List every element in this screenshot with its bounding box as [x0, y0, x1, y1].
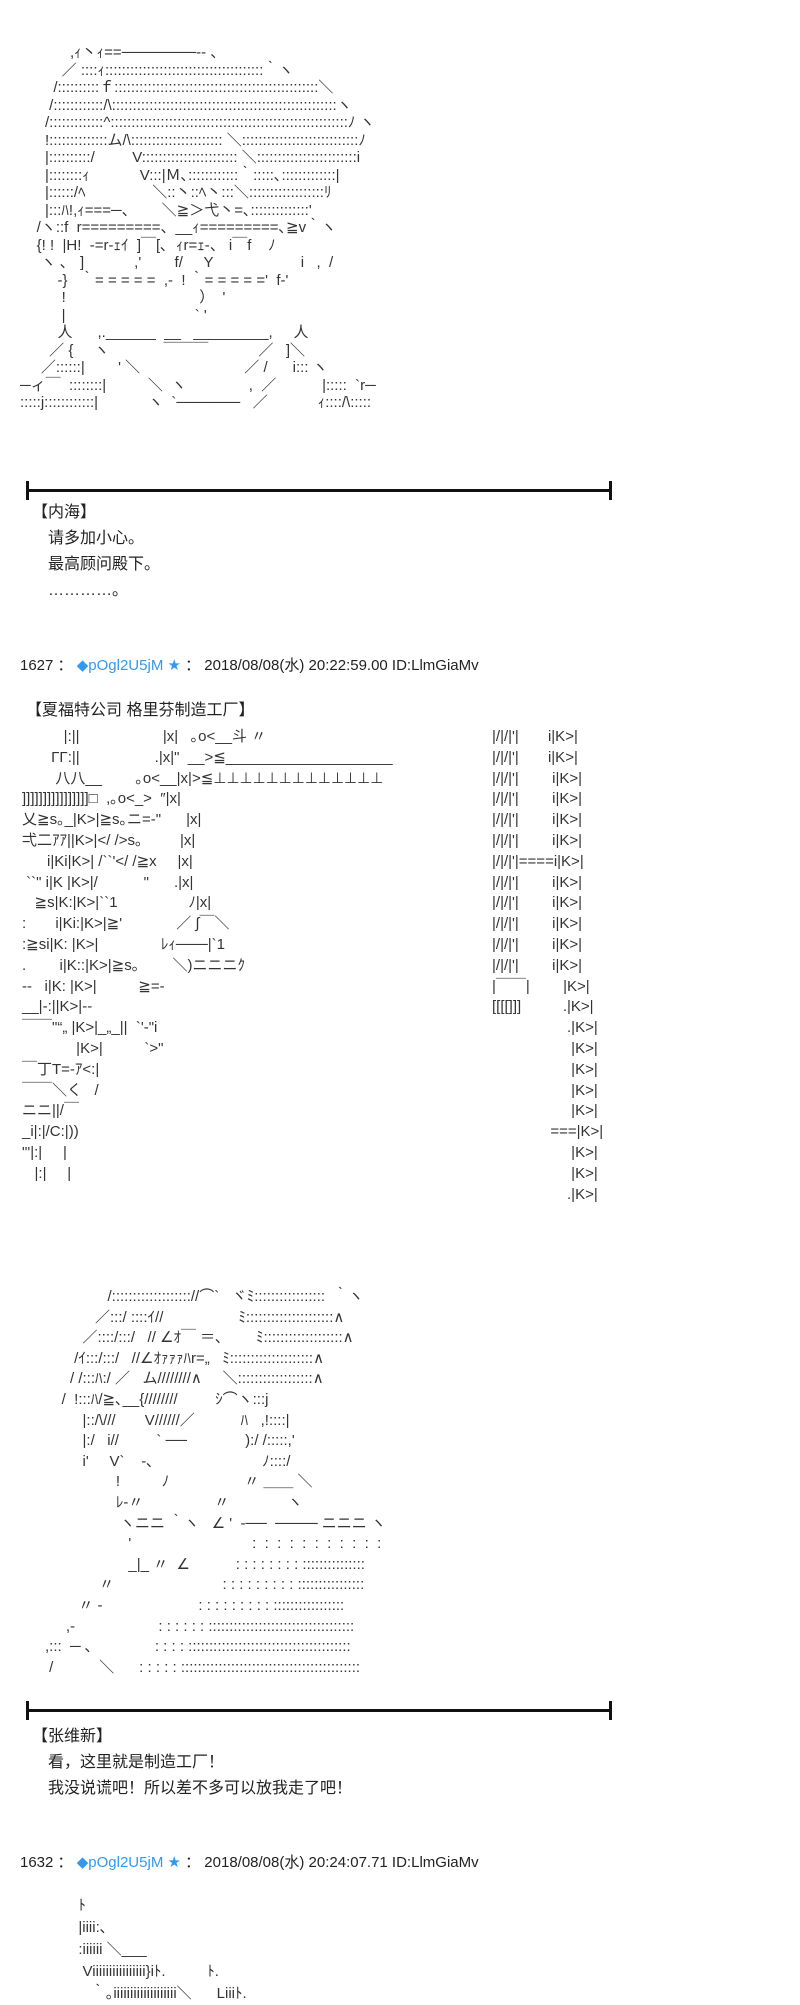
separator: ： — [185, 1854, 201, 1871]
post-datetime-id: 2018/08/08(水) 20:22:59.00 ID:LlmGiaMv — [204, 657, 479, 674]
star-icon: ★ — [167, 657, 181, 674]
post-number[interactable]: 1627 — [20, 657, 54, 674]
post-datetime-id: 2018/08/08(水) 20:24:07.71 ID:LlmGiaMv — [204, 1854, 479, 1871]
divider-rule — [26, 1701, 612, 1720]
dialogue-line: 最高顾问殿下。 — [48, 556, 161, 573]
post-header: 1632 ： ◆pOgl2U5jM ★ ： 2018/08/08(水) 20:2… — [20, 1851, 479, 1872]
ascii-art-factory: |:|| |x| ｡o<__斗 〃 ΓΓ:|| .|x|" __>≦______… — [22, 728, 393, 1182]
tripcode: pOgl2U5jM — [88, 1854, 164, 1871]
divider-rule — [26, 481, 612, 500]
post-number[interactable]: 1632 — [20, 1854, 54, 1871]
separator: ： — [57, 1854, 73, 1871]
post-header: 1627 ： ◆pOgl2U5jM ★ ： 2018/08/08(水) 20:2… — [20, 654, 479, 675]
trip-diamond-icon: ◆ — [76, 657, 89, 674]
dialogue-line: 看，这里就是制造工厂！ — [48, 1754, 225, 1771]
dialogue-zhang: 【张维新】 看，这里就是制造工厂！ 我没说谎吧！所以差不多可以放我走了吧！ — [32, 1724, 352, 1802]
separator: ： — [57, 657, 73, 674]
separator: ： — [185, 657, 201, 674]
ascii-art-next: ﾄ |iiii:､ :iiiiii ＼___ Viiiiiiiiiiiiiiii… — [78, 1897, 247, 2002]
tripcode: pOgl2U5jM — [88, 657, 164, 674]
ascii-art-zhang: /::::::::::::::::::://⌒` ヾﾐ:::::::::::::… — [45, 1288, 386, 1676]
speaker-name: 【张维新】 — [32, 1728, 113, 1745]
scene-title: 【夏福特公司 格里芬制造工厂】 — [26, 702, 255, 719]
dialogue-line: 请多加小心。 — [48, 530, 145, 547]
ascii-art-factory-columns: |/|/|'| i|K>| |/|/|'| i|K>| |/|/|'| i|K>… — [492, 728, 604, 1203]
dialogue-line: 我没说谎吧！所以差不多可以放我走了吧！ — [48, 1780, 353, 1797]
ascii-art-uchiumi: ,ｨ丶ｨ==───────‐- 、 ／ ::::ｨ:::::::::::::::… — [20, 44, 376, 411]
star-icon: ★ — [167, 1854, 181, 1871]
trip-diamond-icon: ◆ — [76, 1854, 89, 1871]
dialogue-line: …………。 — [48, 582, 129, 599]
dialogue-uchiumi: 【内海】 请多加小心。 最高顾问殿下。 …………。 — [32, 500, 160, 604]
speaker-name: 【内海】 — [32, 504, 97, 521]
